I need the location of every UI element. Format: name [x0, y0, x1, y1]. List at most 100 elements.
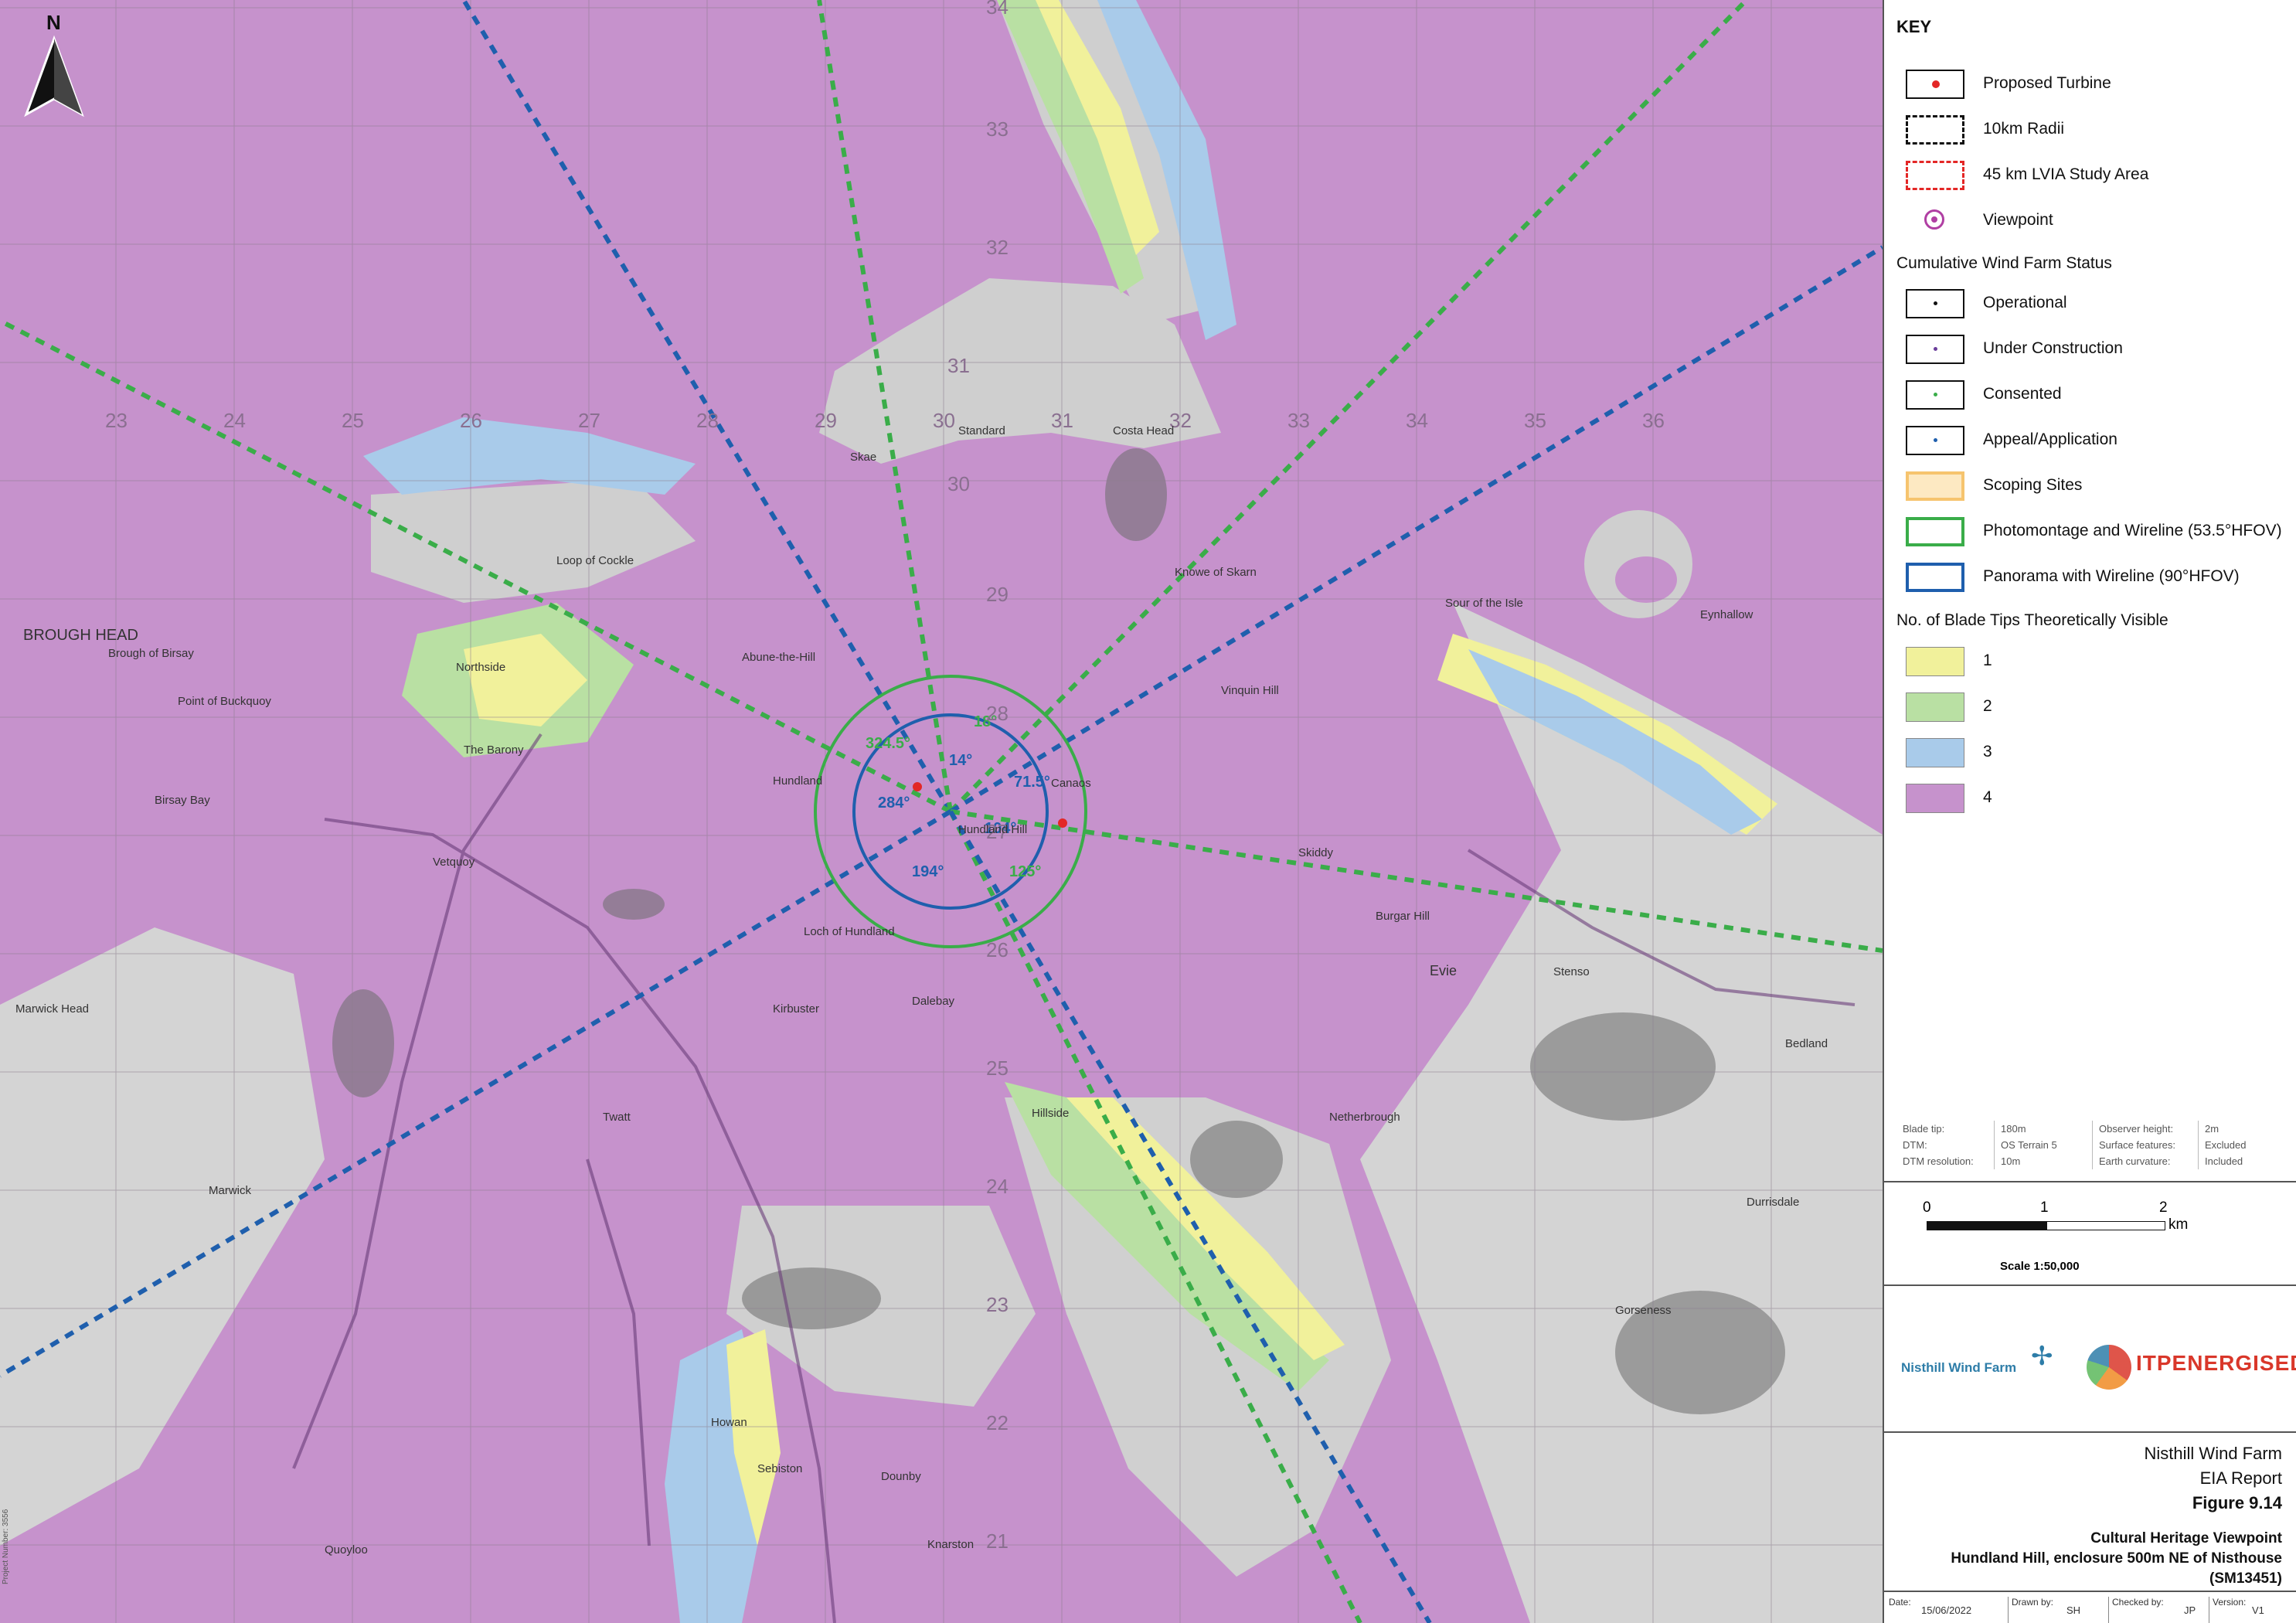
- panorama-line-nw: [461, 0, 953, 813]
- scoping-symbol-icon: [1906, 471, 1964, 501]
- svg-text:Loop of Cockle: Loop of Cockle: [556, 554, 634, 567]
- photomontage-line-e: [950, 809, 1883, 953]
- bearing-label-2: 18°: [974, 713, 997, 730]
- scale-segment-black: [1927, 1221, 2048, 1230]
- panorama-line-sw: [0, 809, 952, 1378]
- svg-text:32: 32: [1169, 409, 1192, 432]
- itp-swirl-icon: [2087, 1345, 2131, 1390]
- svg-text:Burgar Hill: Burgar Hill: [1376, 910, 1430, 923]
- bearing-label-1: 324.5°: [866, 735, 910, 752]
- proposed-turbine-1[interactable]: [913, 782, 922, 791]
- svg-text:Durrisdale: Durrisdale: [1747, 1196, 1799, 1209]
- svg-text:Point of Buckquoy: Point of Buckquoy: [178, 695, 271, 708]
- visibility-3-band-w: [363, 417, 696, 495]
- operational-symbol-icon: [1906, 289, 1964, 318]
- turbine-logo-icon: ✢: [2031, 1342, 2053, 1371]
- report-title: EIA Report: [2199, 1468, 2282, 1488]
- svg-text:Brough of Birsay: Brough of Birsay: [108, 647, 194, 660]
- bearing-label-8: 125°: [1009, 863, 1041, 880]
- map-canvas[interactable]: 324.5° 18° 14° 71.5° 284° 104° 194° 125°…: [0, 0, 1883, 1623]
- key-item-appeal-application: Appeal/Application: [1896, 423, 2291, 457]
- svg-text:33: 33: [986, 117, 1009, 141]
- visibility-1-ridge: [1066, 1097, 1345, 1360]
- svg-text:Abune-the-Hill: Abune-the-Hill: [742, 651, 815, 664]
- visibility-2-band: [997, 0, 1144, 294]
- key-item-viewpoint: Viewpoint: [1896, 203, 2291, 237]
- land-west-grey: [0, 927, 325, 1546]
- svg-text:The Barony: The Barony: [464, 743, 524, 757]
- visibility-3-swatch: [1906, 738, 1964, 767]
- svg-text:Skiddy: Skiddy: [1298, 846, 1334, 859]
- svg-text:Kirbuster: Kirbuster: [773, 1002, 819, 1016]
- svg-text:Netherbrough: Netherbrough: [1329, 1111, 1400, 1124]
- bearing-label-3: 14°: [949, 752, 972, 769]
- svg-text:27: 27: [578, 409, 600, 432]
- divider: [1884, 1284, 2296, 1286]
- svg-text:Eynhallow: Eynhallow: [1700, 608, 1753, 621]
- visibility-1-band: [1036, 0, 1159, 255]
- svg-text:34: 34: [1406, 409, 1428, 432]
- hill-shading: [332, 448, 1785, 1414]
- key-item-10km-radii: 10km Radii: [1896, 112, 2291, 146]
- svg-text:33: 33: [1287, 409, 1310, 432]
- divider: [1884, 1181, 2296, 1182]
- figure-number: Figure 9.14: [2192, 1493, 2282, 1512]
- viewpoint-name: Hundland Hill, enclosure 500m NE of Nist…: [1951, 1550, 2282, 1567]
- key-item-under-construction: Under Construction: [1896, 332, 2291, 366]
- visibility-3-coast: [1468, 649, 1762, 835]
- svg-text:Hundland: Hundland: [773, 774, 822, 788]
- svg-text:21: 21: [986, 1529, 1009, 1553]
- svg-text:BROUGH HEAD: BROUGH HEAD: [23, 627, 138, 644]
- svg-text:Marwick Head: Marwick Head: [15, 1002, 89, 1016]
- nisthill-logo: Nisthill Wind Farm: [1901, 1360, 2017, 1375]
- turbine-symbol-icon: [1906, 70, 1964, 99]
- bearing-label-4: 71.5°: [1014, 774, 1050, 791]
- key-item-panorama: Panorama with Wireline (90°HFOV): [1896, 560, 2291, 594]
- svg-text:Dalebay: Dalebay: [912, 995, 955, 1008]
- svg-text:Vinquin Hill: Vinquin Hill: [1221, 684, 1279, 697]
- cumulative-heading: Cumulative Wind Farm Status: [1896, 254, 2112, 272]
- svg-text:26: 26: [986, 938, 1009, 961]
- svg-text:28: 28: [696, 409, 719, 432]
- visibility-2-swatch: [1906, 692, 1964, 722]
- svg-text:Evie: Evie: [1430, 963, 1457, 978]
- map-view[interactable]: 324.5° 18° 14° 71.5° 284° 104° 194° 125°…: [0, 0, 1883, 1623]
- itp-energised-logo: ITPENERGISED: [2136, 1351, 2296, 1375]
- svg-text:25: 25: [342, 409, 364, 432]
- visibility-3-band: [1097, 0, 1236, 340]
- photomontage-line-ne: [948, 0, 1749, 814]
- visibility-4-swatch: [1906, 784, 1964, 813]
- viewpoint-symbol-icon: [1906, 206, 1964, 236]
- viewpoint-lines: [0, 0, 1883, 1623]
- svg-text:Hundland Hill: Hundland Hill: [958, 823, 1027, 836]
- svg-text:Howan: Howan: [711, 1416, 747, 1429]
- svg-text:Knarston: Knarston: [927, 1538, 974, 1551]
- svg-text:29: 29: [986, 583, 1009, 606]
- panorama-line-e: [949, 245, 1883, 814]
- divider: [1884, 1431, 2296, 1433]
- key-item-scoping-sites: Scoping Sites: [1896, 468, 2291, 502]
- grid-labels: 23 24 25 26 27 28 29 30 31 32 33 34 35 3…: [105, 0, 1665, 1553]
- visibility-1-valley: [726, 1329, 781, 1546]
- svg-text:Skae: Skae: [850, 451, 876, 464]
- visibility-1-patch: [464, 634, 587, 726]
- svg-text:Hillside: Hillside: [1032, 1107, 1069, 1120]
- drawing-footer: Date: 15/06/2022 Drawn by: SH Checked by…: [1884, 1591, 2296, 1623]
- photomontage-symbol-icon: [1906, 517, 1964, 546]
- radii-symbol-icon: [1906, 115, 1964, 145]
- panorama-circle: [852, 713, 1049, 910]
- sea-area: [819, 278, 1221, 464]
- key-item-visibility-2: 2: [1896, 689, 2291, 723]
- panorama-line-s: [948, 810, 1432, 1623]
- svg-text:Loch of Hundland: Loch of Hundland: [804, 925, 895, 938]
- svg-text:30: 30: [933, 409, 955, 432]
- viewpoint-reference: (SM13451): [2209, 1570, 2282, 1587]
- proposed-turbine-2[interactable]: [1058, 818, 1067, 828]
- svg-text:24: 24: [986, 1175, 1009, 1198]
- svg-text:Standard: Standard: [958, 424, 1005, 437]
- svg-text:22: 22: [986, 1411, 1009, 1434]
- bearing-label-5: 284°: [878, 794, 910, 812]
- svg-text:26: 26: [460, 409, 482, 432]
- appeal-symbol-icon: [1906, 426, 1964, 455]
- study-area-symbol-icon: [1906, 161, 1964, 190]
